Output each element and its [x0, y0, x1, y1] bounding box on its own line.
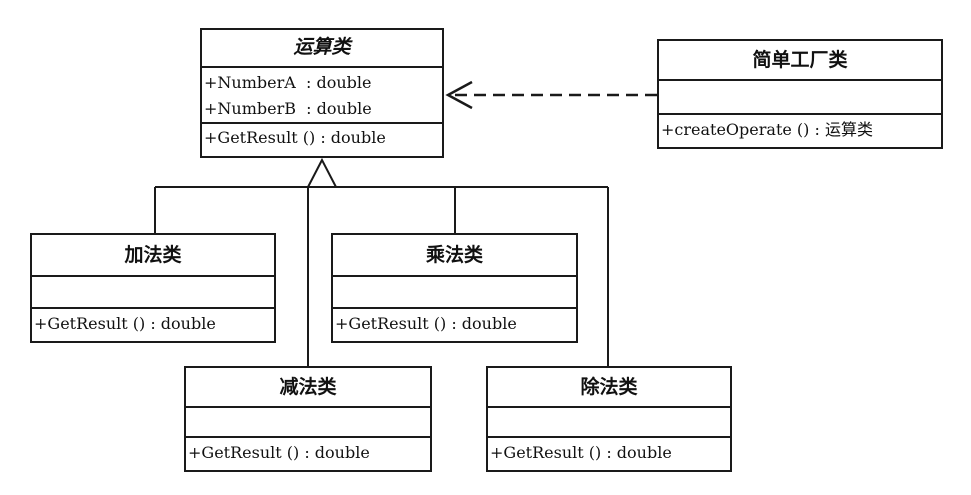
div-method-get-result: +GetResult () : double	[490, 443, 672, 462]
sub-class-attributes	[186, 408, 430, 438]
mul-method-get-result: +GetResult () : double	[335, 314, 517, 333]
div-class-title: 除法类	[488, 368, 730, 408]
mul-class-methods: +GetResult () : double	[333, 309, 576, 341]
factory-class-attributes	[659, 81, 941, 115]
mul-class-title: 乘法类	[333, 235, 576, 277]
base-class-methods: +GetResult () : double	[202, 124, 442, 156]
add-class-attributes	[32, 277, 274, 309]
attribute-number-a: +NumberA : double	[204, 73, 372, 92]
factory-class-title: 简单工厂类	[659, 41, 941, 81]
attribute-number-b: +NumberB : double	[204, 99, 372, 118]
base-class-title: 运算类	[202, 30, 442, 68]
mul-class-box: 乘法类 +GetResult () : double	[331, 233, 578, 343]
factory-class-methods: +createOperate () : 运算类	[659, 115, 941, 147]
div-class-methods: +GetResult () : double	[488, 438, 730, 470]
add-class-box: 加法类 +GetResult () : double	[30, 233, 276, 343]
add-method-get-result: +GetResult () : double	[34, 314, 216, 333]
base-class-box: 运算类 +NumberA : double +NumberB : double …	[200, 28, 444, 158]
sub-class-methods: +GetResult () : double	[186, 438, 430, 470]
add-class-title: 加法类	[32, 235, 274, 277]
sub-method-get-result: +GetResult () : double	[188, 443, 370, 462]
inheritance-triangle	[306, 157, 338, 188]
div-class-attributes	[488, 408, 730, 438]
dependency-arrowhead	[445, 80, 473, 110]
base-class-attributes: +NumberA : double +NumberB : double	[202, 68, 442, 124]
div-class-box: 除法类 +GetResult () : double	[486, 366, 732, 472]
method-create-operate: +createOperate () : 运算类	[661, 120, 873, 139]
mul-class-attributes	[333, 277, 576, 309]
sub-class-box: 减法类 +GetResult () : double	[184, 366, 432, 472]
sub-class-title: 减法类	[186, 368, 430, 408]
add-class-methods: +GetResult () : double	[32, 309, 274, 341]
factory-class-box: 简单工厂类 +createOperate () : 运算类	[657, 39, 943, 149]
method-get-result: +GetResult () : double	[204, 128, 386, 147]
